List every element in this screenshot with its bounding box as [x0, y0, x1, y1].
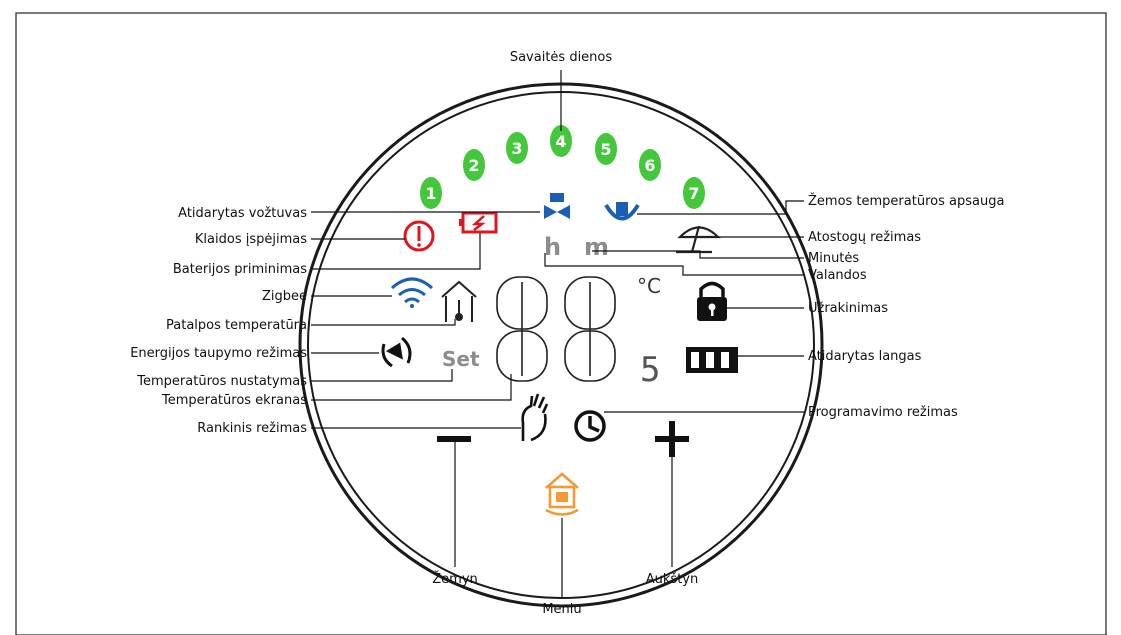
day-label: 2: [468, 156, 479, 175]
day-label: 4: [555, 132, 566, 151]
label-valve-open: Atidarytas vožtuvas: [178, 206, 307, 221]
set-glyph: Set: [442, 347, 480, 371]
label-minutes: Minutės: [808, 251, 859, 266]
label-holiday: Atostogų režimas: [808, 230, 921, 245]
weekday-badges: 1 2 3 4 5 6 7: [420, 125, 705, 209]
label-program: Programavimo režimas: [808, 405, 958, 420]
day-label: 1: [425, 184, 436, 203]
label-error: Klaidos įspėjimas: [195, 232, 307, 247]
day-label: 6: [644, 156, 655, 175]
minus-button-icon[interactable]: [437, 436, 471, 442]
day-badge: 7: [683, 177, 705, 209]
label-weekdays: Savaitės dienos: [510, 50, 613, 65]
day-badge: 2: [463, 149, 485, 181]
label-temp-setting: Temperatūros nustatymas: [136, 374, 307, 389]
small-digit: 5: [640, 350, 660, 390]
clock-icon: [574, 410, 606, 442]
label-temp-screen: Temperatūros ekranas: [161, 393, 307, 408]
plus-button-icon[interactable]: [655, 421, 689, 457]
lock-icon: [697, 281, 727, 321]
holiday-umbrella-icon: [676, 225, 721, 254]
day-label: 3: [511, 139, 522, 158]
label-frost: Žemos temperatūros apsauga: [808, 193, 1004, 209]
energy-saving-icon: [381, 336, 412, 368]
day-badge: 5: [595, 133, 617, 165]
label-battery: Baterijos priminimas: [173, 262, 307, 277]
digit-display: [496, 276, 616, 382]
window-open-icon: [686, 347, 738, 373]
day-badge: 3: [506, 132, 528, 164]
outer-ring: [298, 82, 824, 608]
valve-icon: [544, 193, 570, 219]
room-temperature-icon: [441, 280, 477, 322]
hour-glyph: h: [544, 233, 561, 261]
label-hours: Valandos: [808, 268, 867, 283]
label-menu: Meniu: [542, 602, 581, 617]
label-down: Žemyn: [432, 571, 478, 587]
label-zigbee: Zigbee: [262, 289, 307, 304]
label-up: Aukštyn: [646, 572, 698, 587]
label-room-temp: Patalpos temperatūra: [166, 318, 307, 333]
minute-glyph: m: [584, 233, 609, 261]
label-energy-saving: Energijos taupymo režimas: [130, 346, 307, 361]
frame: [15, 12, 1107, 635]
day-label: 5: [600, 140, 611, 159]
day-badge: 4: [550, 125, 572, 157]
label-window-open: Atidarytas langas: [808, 349, 922, 364]
zigbee-icon: [390, 277, 434, 308]
day-label: 7: [688, 184, 699, 203]
label-lock: Užrakinimas: [808, 301, 888, 316]
error-warning-icon: [403, 220, 435, 252]
frost-protection-icon: [604, 202, 640, 221]
menu-home-icon[interactable]: [545, 472, 579, 516]
battery-icon: [459, 211, 498, 234]
day-badge: 6: [639, 149, 661, 181]
manual-hand-icon: [521, 393, 549, 442]
celsius-unit: °C: [637, 274, 661, 298]
label-manual: Rankinis režimas: [197, 421, 307, 436]
day-badge: 1: [420, 177, 442, 209]
leader-lines: [311, 70, 804, 597]
